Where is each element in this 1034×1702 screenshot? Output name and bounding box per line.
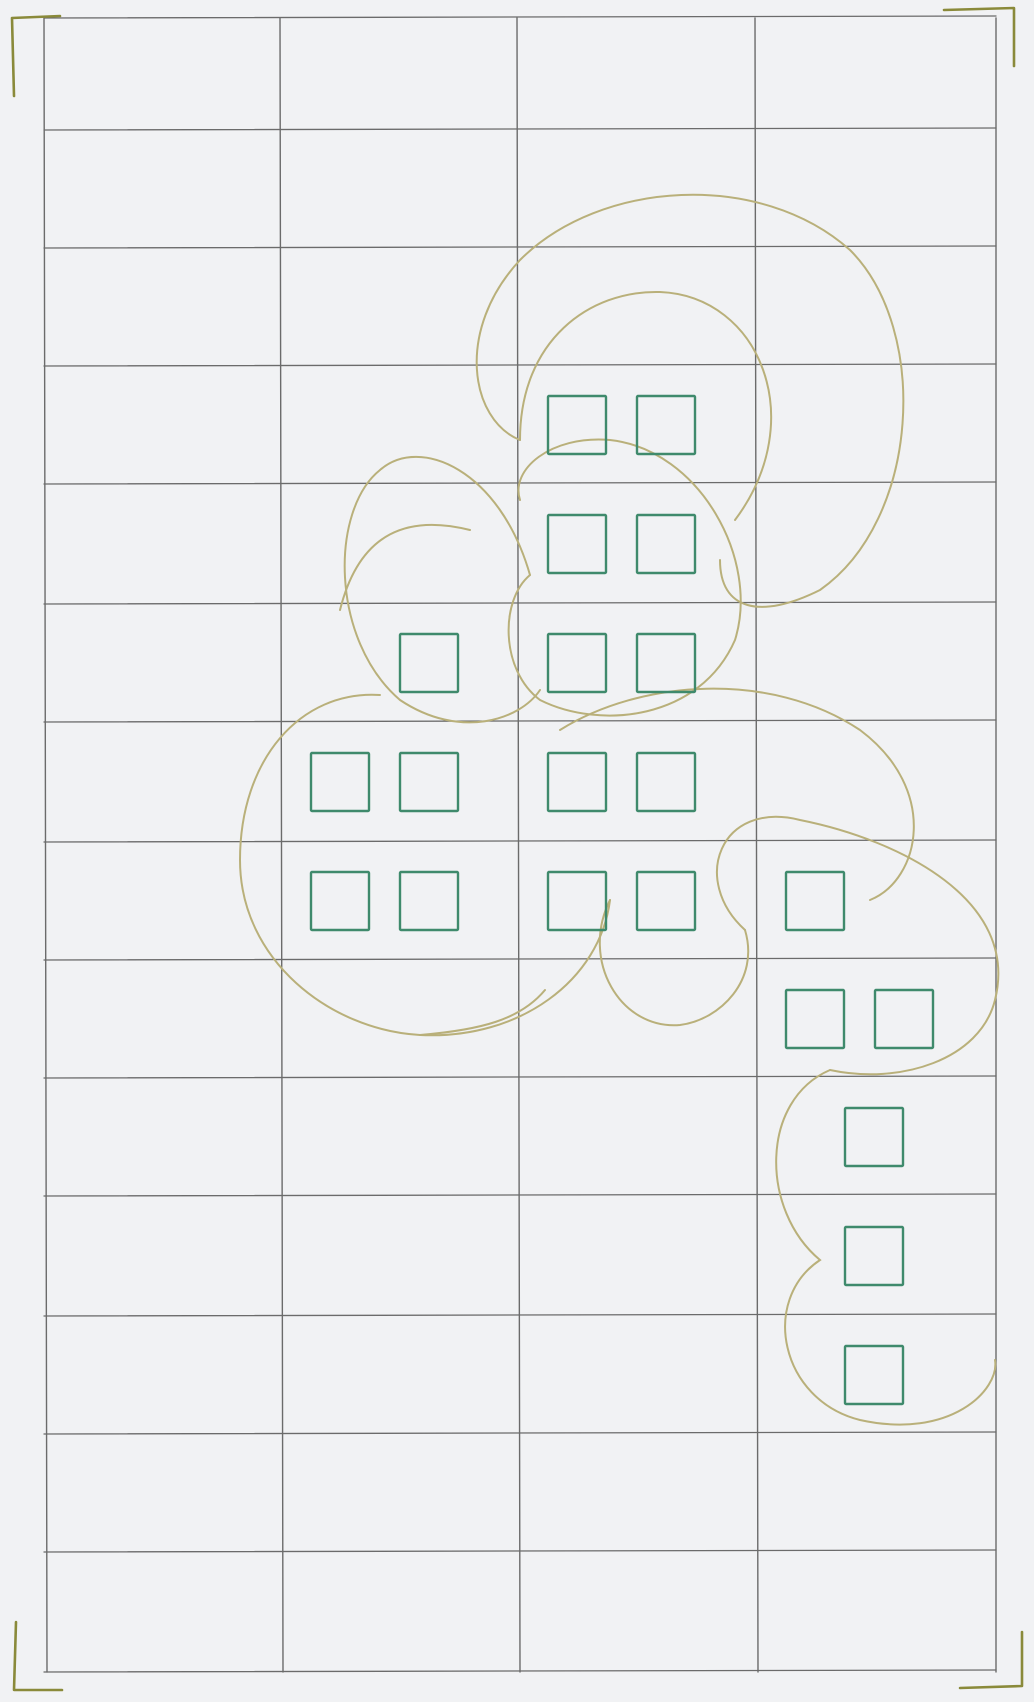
loop-outline [345,457,540,723]
grid-row-line [44,364,996,366]
green-square [845,1108,903,1166]
green-square [637,396,695,454]
corner-mark [14,1622,62,1690]
grid-row-line [44,720,996,722]
green-square [637,872,695,930]
loop-outline [240,695,610,1036]
green-square [786,872,844,930]
green-square [637,753,695,811]
green-square [548,396,606,454]
corner-mark [12,16,60,96]
grid-row-line [44,16,996,18]
grid-row-line [44,1194,996,1196]
green-square [400,753,458,811]
grid-column-line [44,18,47,1672]
loop-outline [477,195,904,607]
green-square [786,990,844,1048]
loop-outline [340,525,470,610]
green-square [845,1227,903,1285]
green-square [311,753,369,811]
grid-row-line [44,602,996,604]
green-square [400,872,458,930]
grid-row-line [44,246,996,248]
grid-lines [44,16,996,1672]
grid-row-line [44,840,996,842]
green-square [637,634,695,692]
green-square [400,634,458,692]
loop-outline [717,817,998,1074]
grid-column-line [517,18,520,1672]
grid-row-line [44,958,996,960]
loop-outline [520,292,771,520]
green-square [548,753,606,811]
grid-row-line [44,128,996,130]
grid-row-line [44,1076,996,1078]
green-square [875,990,933,1048]
loop-outline [776,1070,995,1425]
green-square [311,872,369,930]
green-square [548,515,606,573]
grid-column-line [755,18,758,1672]
green-square [637,515,695,573]
corner-mark [960,1632,1022,1688]
loop-outlines [240,195,998,1425]
green-square [845,1346,903,1404]
loop-outline [600,900,748,1025]
square-marks [311,396,933,1404]
loop-outline [509,440,741,716]
green-square [548,872,606,930]
green-square [548,634,606,692]
grid-column-line [280,18,283,1672]
